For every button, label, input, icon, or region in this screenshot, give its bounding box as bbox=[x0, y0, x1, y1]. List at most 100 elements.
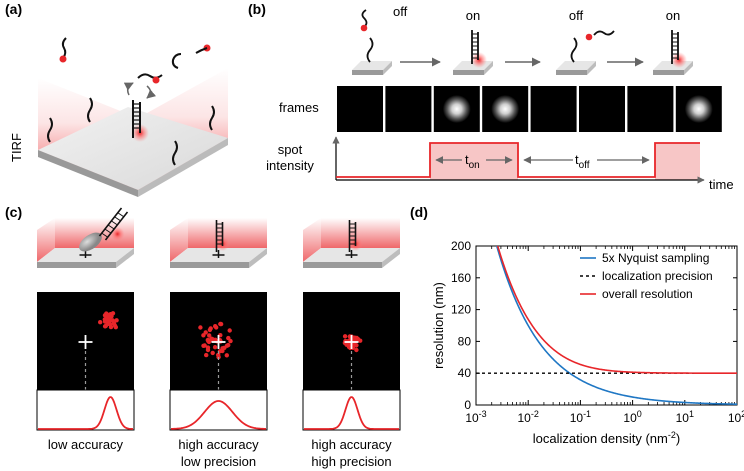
duplex-rung bbox=[104, 228, 112, 234]
panel-a-label: (a) bbox=[5, 1, 22, 17]
localization-dot bbox=[104, 315, 110, 320]
localization-dot bbox=[201, 333, 206, 338]
localization-dot bbox=[212, 345, 218, 350]
localization-dot bbox=[354, 347, 359, 353]
state-schematics: off on off on bbox=[352, 4, 693, 75]
caption-line2: high precision bbox=[311, 454, 391, 469]
localization-dot bbox=[222, 345, 227, 350]
free-strand bbox=[593, 30, 615, 36]
slide-side bbox=[383, 61, 392, 75]
localization-dot bbox=[346, 344, 352, 350]
localization-dot bbox=[108, 324, 114, 330]
localization-dot bbox=[205, 347, 211, 353]
protein-ellipsoid bbox=[79, 232, 102, 252]
t-on-label: ton bbox=[465, 152, 480, 171]
y-tick-label: 0 bbox=[464, 398, 471, 412]
plot-frame bbox=[475, 245, 738, 406]
panel-d-label: (d) bbox=[410, 204, 428, 220]
state-label: off bbox=[393, 4, 408, 19]
frames-label: frames bbox=[279, 100, 319, 115]
x-axis-label: localization density (nm-2) bbox=[533, 430, 680, 446]
glow bbox=[671, 52, 687, 68]
state-0: off bbox=[352, 4, 408, 75]
localization-dot bbox=[216, 352, 221, 358]
frame-spot bbox=[684, 95, 713, 123]
state-2: off bbox=[556, 8, 615, 75]
slide-side bbox=[484, 61, 493, 75]
docking-strand bbox=[47, 117, 53, 143]
localization-dot bbox=[206, 338, 211, 344]
on-period-shade bbox=[655, 143, 700, 180]
tirf-label: TIRF bbox=[9, 133, 24, 162]
duplex-rung bbox=[107, 224, 115, 230]
docking-strand bbox=[172, 140, 178, 166]
localization-dot bbox=[114, 318, 119, 323]
caption-line1: low accuracy bbox=[48, 437, 124, 452]
unbinding-arrow bbox=[146, 85, 157, 99]
accuracy-panel-0: low accuracy bbox=[36, 207, 135, 452]
y-tick-label: 160 bbox=[451, 271, 471, 285]
x-tick-label: 10-1 bbox=[570, 409, 591, 425]
localization-dot bbox=[111, 321, 117, 326]
state-1: on bbox=[453, 8, 493, 75]
distribution-curve bbox=[170, 400, 267, 430]
frame bbox=[337, 86, 383, 132]
slide-front bbox=[556, 70, 587, 75]
docking-strand bbox=[366, 37, 374, 63]
series-line-nyquist bbox=[495, 246, 737, 405]
fluorophore-dot bbox=[585, 33, 593, 41]
localization-dot bbox=[342, 334, 348, 339]
fluorophore-dot bbox=[360, 24, 368, 32]
tirf-wall bbox=[321, 218, 400, 248]
y-tick-label: 40 bbox=[458, 366, 472, 380]
accuracy-precision-panels: low accuracy high accuracy low precision hi… bbox=[36, 207, 401, 469]
state-label: on bbox=[466, 8, 480, 23]
free-strand bbox=[171, 53, 182, 69]
y-tick-label: 120 bbox=[451, 303, 471, 317]
slide-front bbox=[303, 262, 382, 268]
slide-top bbox=[352, 61, 392, 70]
docking-strand bbox=[570, 37, 578, 63]
docking-strand bbox=[209, 105, 215, 131]
duplex-rung bbox=[111, 220, 118, 226]
distribution-box bbox=[169, 389, 268, 431]
duplex-rung bbox=[101, 232, 108, 238]
slide-front bbox=[37, 262, 116, 268]
fluorophore-dot bbox=[152, 76, 160, 84]
duplex-rung bbox=[117, 212, 125, 218]
frame bbox=[627, 86, 674, 132]
caption-line2: low precision bbox=[181, 454, 256, 469]
distribution-curve bbox=[304, 396, 399, 430]
localization-dot bbox=[358, 338, 363, 343]
state-label: on bbox=[666, 8, 680, 23]
slide-front bbox=[453, 70, 484, 75]
frame bbox=[579, 86, 625, 132]
localization-dot bbox=[213, 324, 218, 329]
legend-label: overall resolution bbox=[602, 287, 693, 301]
localization-dot bbox=[207, 333, 212, 338]
fluorophore-dot bbox=[59, 55, 67, 63]
slide-front bbox=[38, 150, 138, 197]
frame bbox=[385, 86, 432, 132]
binding-arrow bbox=[123, 82, 134, 96]
panel-c-label: (c) bbox=[5, 204, 22, 220]
docking-strand bbox=[87, 97, 93, 123]
state-3: on bbox=[653, 8, 693, 75]
slide-front bbox=[653, 70, 684, 75]
frames-row bbox=[337, 86, 722, 132]
free-strand-near bbox=[137, 73, 163, 79]
localization-dot bbox=[103, 323, 109, 329]
localization-dot bbox=[204, 352, 209, 358]
localization-dot bbox=[198, 325, 203, 330]
state-label: off bbox=[569, 8, 584, 23]
localization-dot bbox=[226, 342, 231, 348]
frame-spot bbox=[442, 95, 471, 123]
intensity-label-1: spot bbox=[278, 142, 303, 157]
caption-line1: high accuracy bbox=[311, 437, 392, 452]
localization-dot bbox=[220, 348, 225, 354]
x-tick-label: 10-2 bbox=[518, 409, 539, 425]
accuracy-panel-2: high accuracy high precision bbox=[302, 218, 401, 469]
